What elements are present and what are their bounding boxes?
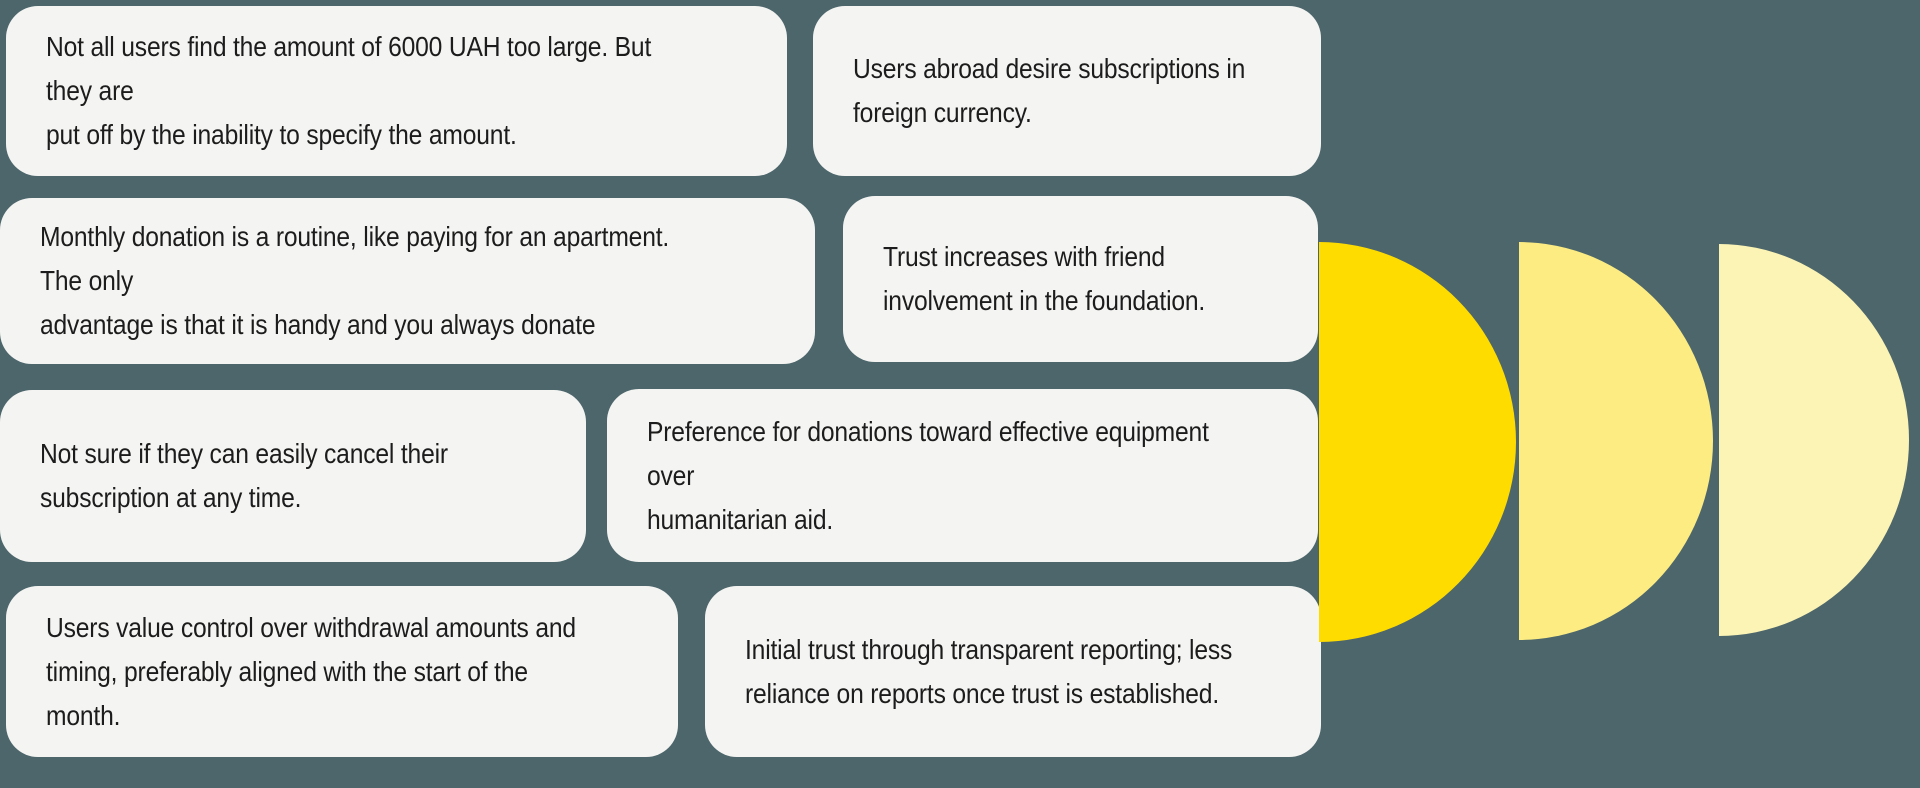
- semicircle-medium-decoration: [1519, 242, 1713, 640]
- semicircle-bright-decoration: [1319, 242, 1516, 642]
- insight-card-text: Not all users find the amount of 6000 UA…: [46, 31, 652, 150]
- insight-card-6: Preference for donations toward effectiv…: [607, 389, 1318, 562]
- insight-card-text: Preference for donations toward effectiv…: [647, 415, 1209, 535]
- semicircle-pale-decoration: [1719, 244, 1909, 636]
- insight-card-8: Initial trust through transparent report…: [705, 586, 1321, 757]
- insight-card-4: Trust increases with friend involvement …: [843, 196, 1318, 362]
- insight-card-text: Monthly donation is a routine, like payi…: [40, 221, 670, 340]
- insight-card-text: Users value control over withdrawal amou…: [46, 611, 576, 731]
- insight-card-1: Not all users find the amount of 6000 UA…: [6, 6, 787, 176]
- insight-card-2: Users abroad desire subscriptions in for…: [813, 6, 1321, 176]
- insight-card-7: Users value control over withdrawal amou…: [6, 586, 678, 757]
- insight-card-text: Users abroad desire subscriptions in for…: [853, 53, 1246, 128]
- insight-card-text: Trust increases with friend involvement …: [883, 241, 1206, 316]
- insight-card-text: Not sure if they can easily cancel their…: [40, 438, 448, 513]
- insight-card-3: Monthly donation is a routine, like payi…: [0, 198, 815, 364]
- insight-card-text: Initial trust through transparent report…: [745, 633, 1233, 709]
- insight-card-5: Not sure if they can easily cancel their…: [0, 390, 586, 562]
